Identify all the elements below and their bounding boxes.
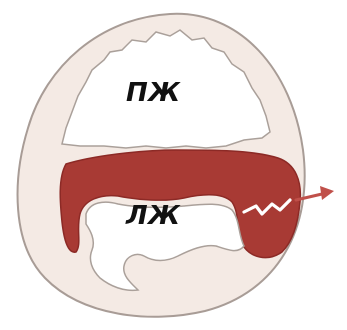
right-ventricle-label: ПЖ: [126, 80, 181, 106]
left-ventricle-label: ЛЖ: [126, 203, 180, 229]
